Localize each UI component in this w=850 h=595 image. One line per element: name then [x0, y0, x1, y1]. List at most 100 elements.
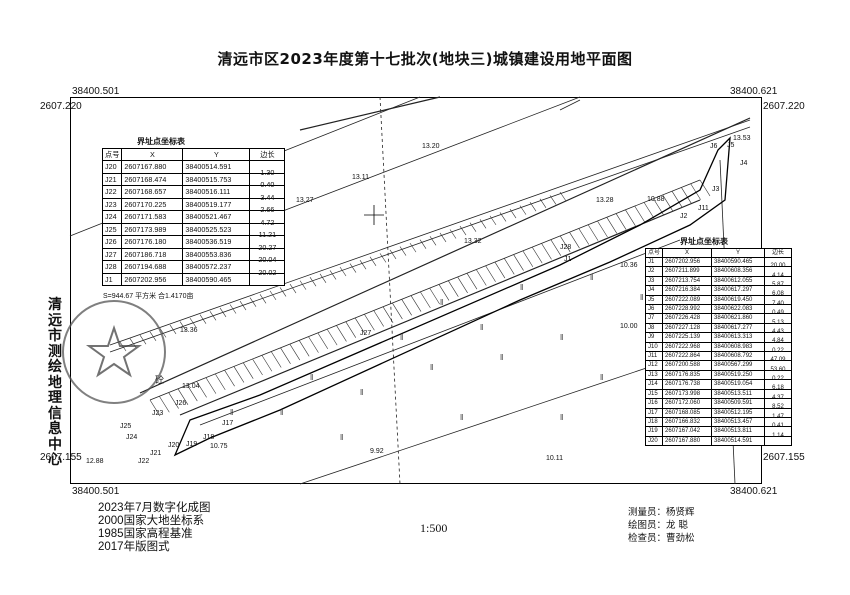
- hatch-line: [369, 256, 377, 266]
- hatch-line: [466, 273, 478, 290]
- field-symbol: ‖: [500, 353, 503, 362]
- hatch-line: [242, 362, 254, 379]
- elevation-label: 10.11: [546, 455, 563, 462]
- hatch-line: [531, 246, 543, 264]
- map-scale: 1:500: [420, 521, 448, 535]
- field-symbol: ‖: [600, 373, 603, 382]
- table-cell: 38400525.523: [182, 222, 251, 236]
- table-cell: J1: [644, 256, 664, 268]
- table-cell: J26: [101, 235, 123, 249]
- table-cell: 2607202.956: [662, 256, 713, 268]
- table-cell: J6: [644, 304, 664, 315]
- corner-top-left-y: 2607.220: [40, 101, 82, 112]
- hatch-line: [382, 306, 394, 323]
- point-label: J22: [138, 458, 150, 465]
- hatch-line: [229, 304, 237, 314]
- table-cell: 38400509.591: [711, 398, 766, 409]
- distance-cell: 2.66: [249, 203, 286, 217]
- hatch-line: [392, 302, 403, 320]
- hatch-line: [279, 287, 287, 297]
- table-cell: J20: [101, 160, 123, 174]
- point-label: J5: [727, 142, 735, 149]
- hatch-line: [662, 194, 673, 212]
- distance-cell: 20.27: [249, 240, 286, 255]
- hatch-line: [349, 263, 357, 273]
- hatch-line: [625, 209, 636, 226]
- table-cell: J22: [101, 185, 123, 199]
- seal-star-icon: [85, 324, 143, 378]
- hatch-line: [379, 253, 387, 263]
- table-header: 边长: [764, 248, 793, 258]
- corner-top-right-y: 2607.220: [763, 101, 805, 112]
- corner-bottom-right-x: 38400.621: [730, 486, 778, 497]
- hatch-line: [399, 246, 407, 256]
- table-header: X: [662, 248, 713, 258]
- hatch-line: [429, 287, 440, 305]
- point-label: J21: [150, 450, 162, 457]
- table-cell: J3: [644, 275, 664, 287]
- table-cell: 38400567.299: [711, 360, 766, 371]
- hatch-line: [509, 208, 517, 219]
- hatch-line: [326, 328, 338, 346]
- table-cell: 38400553.836: [182, 247, 251, 261]
- table-cell: 38400608.356: [711, 266, 766, 277]
- hatch-line: [270, 351, 282, 368]
- hatch-line: [373, 310, 384, 327]
- hatch-line: [643, 202, 655, 219]
- distance-cell: 0.41: [764, 421, 793, 432]
- table-cell: 2607166.832: [662, 416, 713, 428]
- corner-top-right-x: 38400.621: [730, 86, 778, 97]
- table-cell: 2607172.060: [662, 398, 713, 409]
- hatch-line: [476, 269, 487, 286]
- distance-cell: 0.40: [249, 178, 286, 192]
- table-cell: 2607228.992: [662, 304, 713, 315]
- production-notes: 2023年7月数字化成图 2000国家大地坐标系 1985国家高程基准 2017…: [98, 502, 211, 553]
- hatch-line: [329, 270, 337, 280]
- hatch-line: [597, 220, 608, 238]
- table-cell: 2607176.738: [662, 379, 713, 390]
- table-cell: 2607227.128: [662, 322, 713, 334]
- field-symbol: ‖: [520, 283, 523, 292]
- table-cell: 2607176.835: [662, 369, 713, 381]
- elevation-label: 10.00: [620, 323, 638, 330]
- table-cell: J21: [101, 172, 123, 186]
- table-cell: J25: [101, 222, 123, 236]
- table-cell: 2607222.089: [662, 294, 713, 306]
- hatch-line: [569, 232, 580, 249]
- table-cell: 2607222.864: [662, 351, 713, 362]
- table-cell: J23: [101, 197, 123, 211]
- map-title: 清远市区2023年度第十七批次(地块三)城镇建设用地平面图: [217, 50, 633, 68]
- field-symbol: ‖: [560, 333, 563, 342]
- table-cell: 38400590.465: [711, 256, 766, 268]
- hatch-line: [449, 229, 457, 239]
- corner-bottom-left-x: 38400.501: [72, 486, 120, 497]
- hatch-line: [578, 228, 590, 245]
- distance-cell: 3.44: [249, 190, 286, 205]
- distance-cell: 5.13: [764, 317, 793, 329]
- hatch-line: [479, 219, 487, 229]
- hatch-line: [205, 377, 217, 394]
- hatch-line: [550, 239, 562, 256]
- point-label: J4: [740, 160, 748, 167]
- corner-bottom-left-y: 2607.155: [40, 452, 82, 463]
- hatch-line: [252, 358, 263, 376]
- hatch-line: [681, 187, 692, 204]
- hatch-line: [489, 215, 497, 226]
- hatch-line: [209, 311, 217, 321]
- table-cell: 38400590.465: [182, 272, 251, 286]
- table-cell: 38400512.195: [711, 407, 766, 418]
- distance-cell: 11.21: [249, 228, 286, 242]
- table-cell: 2607167.880: [121, 160, 184, 174]
- table-cell: J2: [644, 266, 664, 277]
- table-cell: 2607171.583: [121, 210, 184, 224]
- table-cell: 2607167.880: [662, 435, 713, 447]
